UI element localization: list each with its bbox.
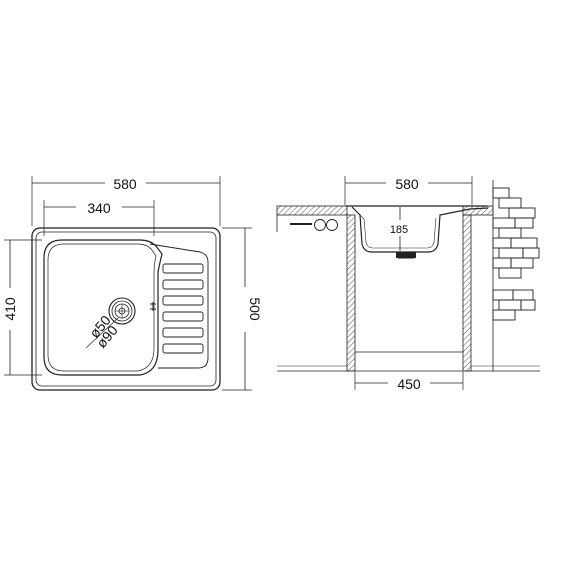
sink-inner-rim (35, 231, 217, 387)
top-view: ø50 ø90 580 340 410 500 (2, 176, 263, 391)
cabinet-wall-left (346, 214, 356, 372)
drainer-groove (162, 295, 204, 306)
sink-profile (345, 205, 489, 253)
sink-profile-inner (356, 211, 437, 249)
fitting-knob-icon (314, 219, 326, 231)
bowl-depth-410-label: 410 (2, 297, 18, 321)
outer-depth-500-label: 500 (247, 297, 263, 321)
side-view: 185 580 450 (276, 176, 540, 392)
drainer-groove (162, 343, 204, 354)
drainer-groove (162, 311, 204, 322)
drainer-groove (162, 263, 204, 274)
countertop-right (462, 205, 494, 216)
bowl-width-340-label: 340 (87, 200, 111, 216)
drain-fitting (396, 252, 416, 258)
side-width-580-label: 580 (395, 176, 419, 192)
bowl-depth-185-label: 185 (390, 224, 408, 236)
drain-leader (85, 317, 119, 349)
sink-outer-rim (31, 227, 221, 391)
countertop-left (276, 205, 348, 216)
cabinet-wall-right (462, 214, 472, 372)
sink-bowl-inner (47, 243, 157, 372)
drainer-area (149, 243, 209, 369)
cabinet-width-450-label: 450 (397, 376, 421, 392)
drainer-groove (162, 279, 204, 290)
sink-bowl (43, 239, 163, 376)
drainer-groove (162, 327, 204, 338)
fitting-knob-icon (326, 219, 338, 231)
drain-icon (108, 297, 136, 325)
brick-wall (492, 187, 540, 321)
top-width-580-label: 580 (113, 176, 137, 192)
